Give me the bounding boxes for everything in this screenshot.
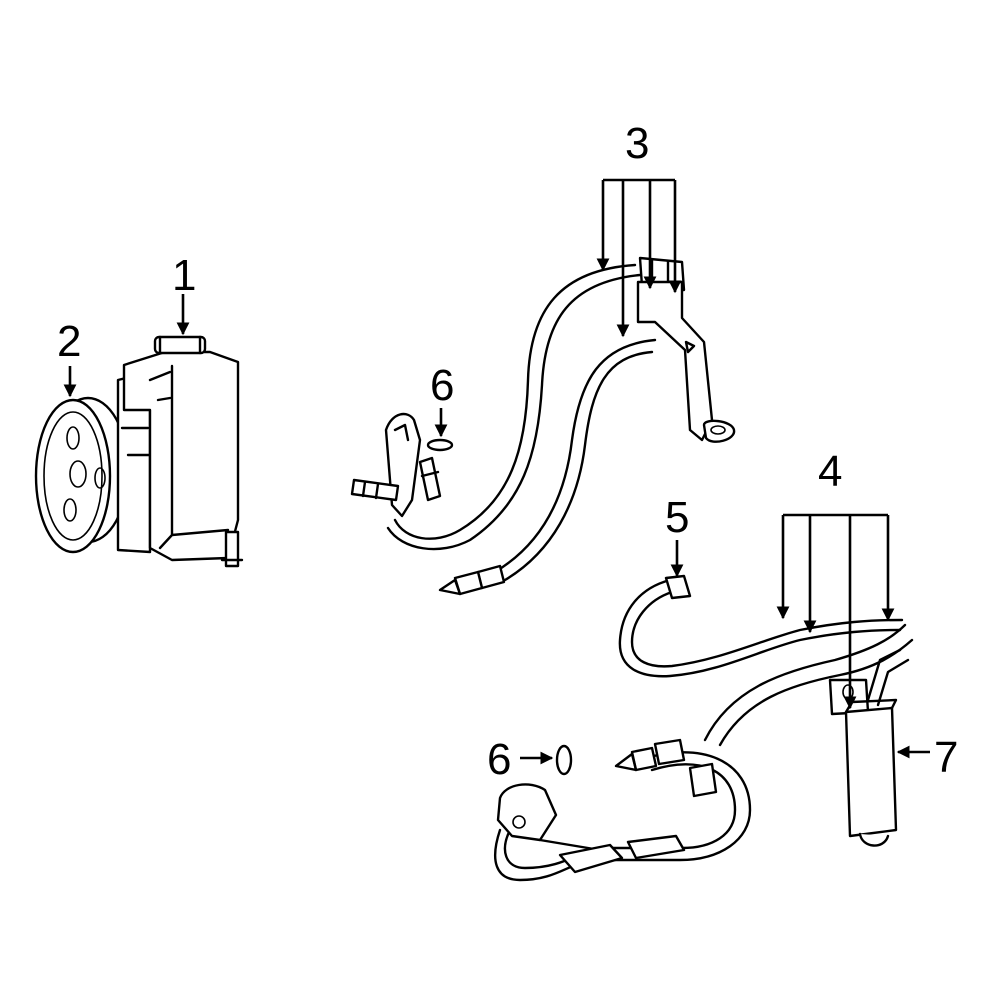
callout-1: 1 (172, 251, 196, 300)
power-steering-cooler[interactable] (828, 678, 898, 847)
callout-labels: 1 2 3 4 5 6 6 7 (57, 119, 958, 784)
o-ring-upper[interactable] (426, 438, 454, 452)
hose-assembly-lower[interactable] (493, 623, 914, 882)
callout-2: 2 (57, 317, 81, 366)
pulley[interactable] (34, 396, 130, 554)
callout-7: 7 (934, 733, 958, 782)
callout-6-lower: 6 (487, 735, 511, 784)
callout-5: 5 (665, 493, 689, 542)
callout-6-upper: 6 (430, 361, 454, 410)
callout-3: 3 (625, 119, 649, 168)
return-hose[interactable] (618, 574, 904, 678)
power-steering-pump[interactable] (116, 335, 244, 568)
leader-lines (63, 178, 930, 765)
hose-assembly-upper[interactable] (350, 256, 736, 596)
o-ring-lower[interactable] (555, 744, 573, 776)
callout-4: 4 (818, 447, 842, 496)
